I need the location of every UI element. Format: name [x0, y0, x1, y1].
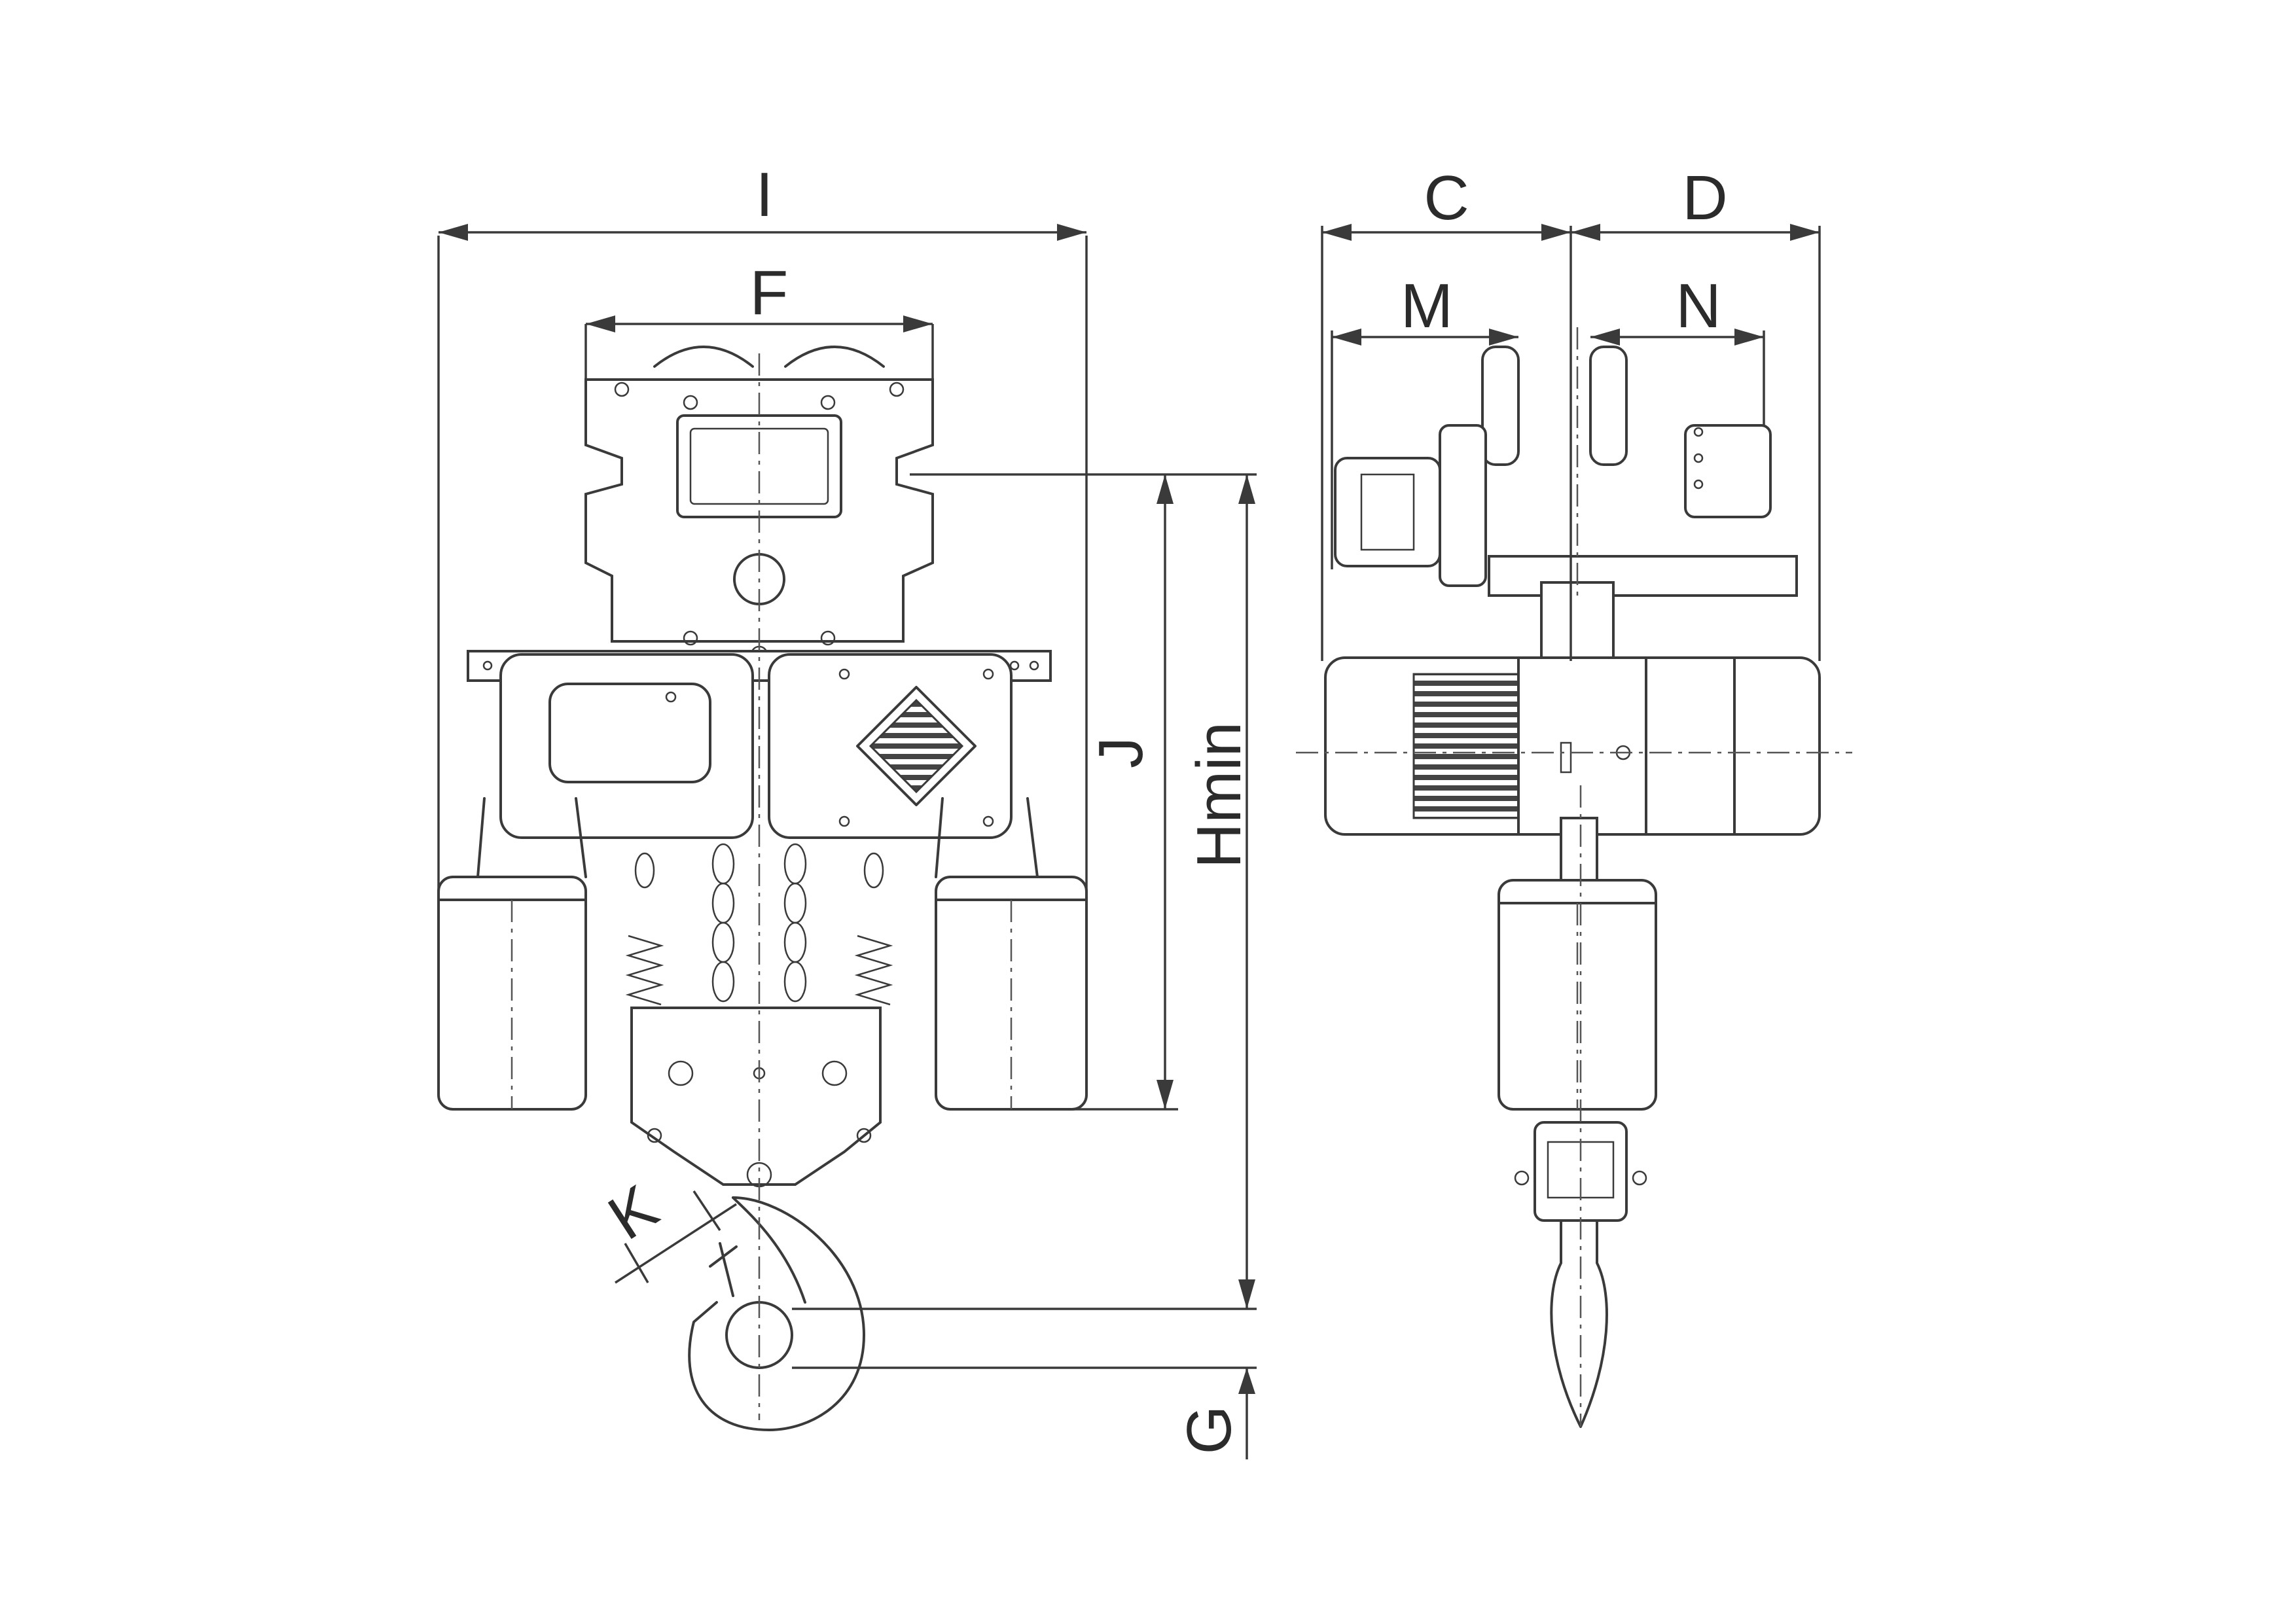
label-G: G: [1174, 1406, 1244, 1455]
control-box-left: [499, 653, 754, 839]
hook: [688, 1196, 865, 1431]
control-box-window: [548, 683, 711, 783]
label-I: I: [756, 160, 774, 230]
chain-bag-side: [1498, 817, 1657, 1111]
hook-side: [1550, 1219, 1608, 1428]
load-chains: [634, 843, 884, 1003]
side-view: [1296, 327, 1852, 1428]
label-K: K: [596, 1171, 670, 1253]
chain-bag-right: [935, 797, 1088, 1111]
motor-grill: [856, 686, 977, 806]
label-D: D: [1682, 163, 1727, 233]
label-Hmin: Hmin: [1184, 722, 1254, 868]
label-F: F: [750, 258, 789, 328]
dimensions: [437, 224, 1821, 1459]
hoist-body-side: [1324, 656, 1821, 836]
label-J: J: [1086, 737, 1156, 768]
chain-springs: [625, 935, 893, 1006]
chain-bag-left: [437, 797, 587, 1111]
hook-block: [630, 1007, 882, 1186]
front-view: [437, 346, 1088, 1431]
motor-fins: [1412, 673, 1520, 819]
label-N: N: [1676, 271, 1721, 341]
trolley-wheels: [653, 346, 885, 368]
label-C: C: [1424, 163, 1469, 233]
label-M: M: [1401, 271, 1453, 341]
